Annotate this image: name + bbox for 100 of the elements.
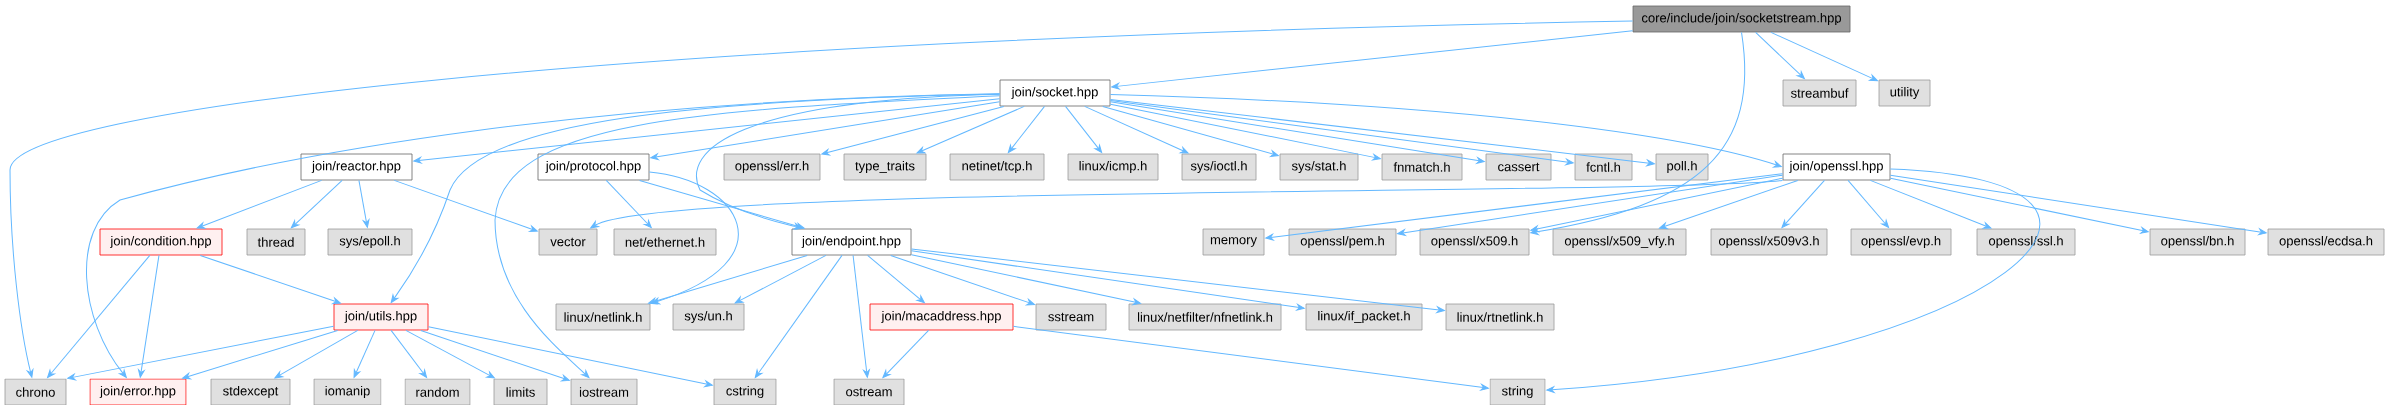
file-box: linux/rtnetlink.h: [1445, 303, 1555, 331]
arrow: [1109, 99, 1574, 166]
file-box: type_traits: [843, 153, 927, 181]
arrow: [890, 254, 1035, 306]
file-box: linux/netlink.h: [555, 303, 651, 331]
arrow: [1109, 99, 1655, 167]
file-box: openssl/bn.h: [2149, 228, 2246, 256]
arrow: [196, 179, 323, 229]
arrow: [867, 254, 925, 304]
arrow: [86, 93, 1001, 379]
arrow: [420, 329, 570, 382]
arrow: [138, 254, 160, 378]
arrow: [1659, 179, 1799, 230]
arrow: [648, 254, 808, 305]
file-box: core/include/join/socketstream.hpp: [1632, 5, 1851, 33]
file-box: join/endpoint.hpp: [791, 228, 912, 256]
arrow: [1781, 179, 1825, 229]
arrow: [639, 179, 805, 230]
file-box: netinet/tcp.h: [949, 153, 1045, 181]
file-box: openssl/ecdsa.h: [2267, 228, 2385, 256]
file-box: sys/stat.h: [1279, 153, 1359, 181]
file-box: linux/netfilter/nfnetlink.h: [1128, 303, 1282, 331]
file-box: openssl/x509.h: [1419, 228, 1530, 256]
file-box: join/openssl.hpp: [1782, 153, 1891, 181]
file-box: fnmatch.h: [1381, 153, 1463, 181]
file-box: net/ethernet.h: [613, 228, 717, 256]
arrow: [494, 95, 1001, 379]
arrow: [734, 254, 827, 304]
file-box: random: [404, 378, 471, 405]
file-box: sys/un.h: [672, 303, 745, 331]
arrow: [1109, 94, 1782, 168]
arrow: [182, 329, 339, 380]
file-box: join/macaddress.hpp: [869, 303, 1014, 331]
arrow: [1109, 101, 1485, 164]
file-box: sstream: [1035, 303, 1107, 331]
arrow: [413, 98, 1001, 164]
arrow: [393, 179, 538, 232]
file-box: join/protocol.hpp: [537, 153, 650, 181]
file-box: openssl/x509v3.h: [1710, 228, 1828, 256]
arrow: [1111, 30, 1634, 90]
file-box: openssl/ssl.h: [1976, 228, 2076, 256]
arrow: [405, 329, 495, 379]
arrow: [1397, 174, 1784, 236]
arrow: [1847, 179, 1890, 229]
arrow: [590, 179, 1784, 229]
file-box: limits: [493, 378, 548, 405]
arrow: [1012, 325, 1489, 391]
arrow: [1084, 105, 1189, 154]
arrow: [1889, 177, 2149, 234]
file-box: ostream: [833, 378, 905, 405]
arrow: [1109, 103, 1381, 161]
arrow: [1102, 105, 1279, 157]
arrow: [648, 171, 739, 305]
file-box: openssl/pem.h: [1288, 228, 1397, 256]
arrow: [67, 325, 335, 381]
file-box: iomanip: [313, 378, 382, 405]
file-box: openssl/err.h: [723, 153, 821, 181]
arrow: [1065, 105, 1103, 154]
arrow: [605, 179, 652, 229]
arrow: [1530, 31, 1745, 235]
arrow: [1889, 174, 2267, 236]
arrow: [290, 179, 343, 229]
arrow: [650, 101, 1001, 160]
arrow: [47, 254, 151, 379]
file-box: streambuf: [1782, 79, 1857, 107]
arrow: [1007, 105, 1045, 154]
file-box: linux/if_packet.h: [1305, 303, 1423, 331]
file-box: openssl/x509_vfy.h: [1552, 228, 1687, 256]
arrow: [9, 20, 1634, 378]
file-box: fcntl.h: [1574, 153, 1633, 181]
arrow: [1265, 173, 1784, 241]
arrow: [821, 105, 1005, 156]
file-box: cstring: [713, 378, 777, 405]
arrow: [1755, 31, 1805, 80]
arrow: [199, 254, 341, 305]
arrow: [1770, 31, 1878, 82]
arrow: [910, 250, 1305, 311]
arrow: [274, 329, 359, 379]
file-box: join/error.hpp: [89, 378, 187, 405]
file-box: join/utils.hpp: [333, 303, 429, 331]
arrow: [882, 329, 930, 379]
file-box: memory: [1202, 228, 1265, 256]
file-box: sys/ioctl.h: [1181, 153, 1257, 181]
file-box: utility: [1878, 79, 1931, 107]
file-box: poll.h: [1655, 153, 1709, 181]
file-box: sys/epoll.h: [327, 228, 413, 256]
arrow: [1869, 179, 1992, 229]
arrow: [1530, 177, 1784, 233]
file-box: join/reactor.hpp: [300, 153, 413, 181]
file-box: thread: [246, 228, 306, 256]
file-box: openssl/evp.h: [1850, 228, 1952, 256]
arrow: [910, 254, 1142, 306]
arrow: [358, 179, 370, 228]
arrow: [916, 105, 1025, 154]
arrow: [1546, 168, 2041, 393]
file-box: join/socket.hpp: [999, 79, 1111, 107]
arrow: [754, 254, 843, 378]
arrow: [390, 329, 428, 379]
file-box: cassert: [1485, 153, 1552, 181]
file-box: stdexcept: [210, 378, 291, 405]
